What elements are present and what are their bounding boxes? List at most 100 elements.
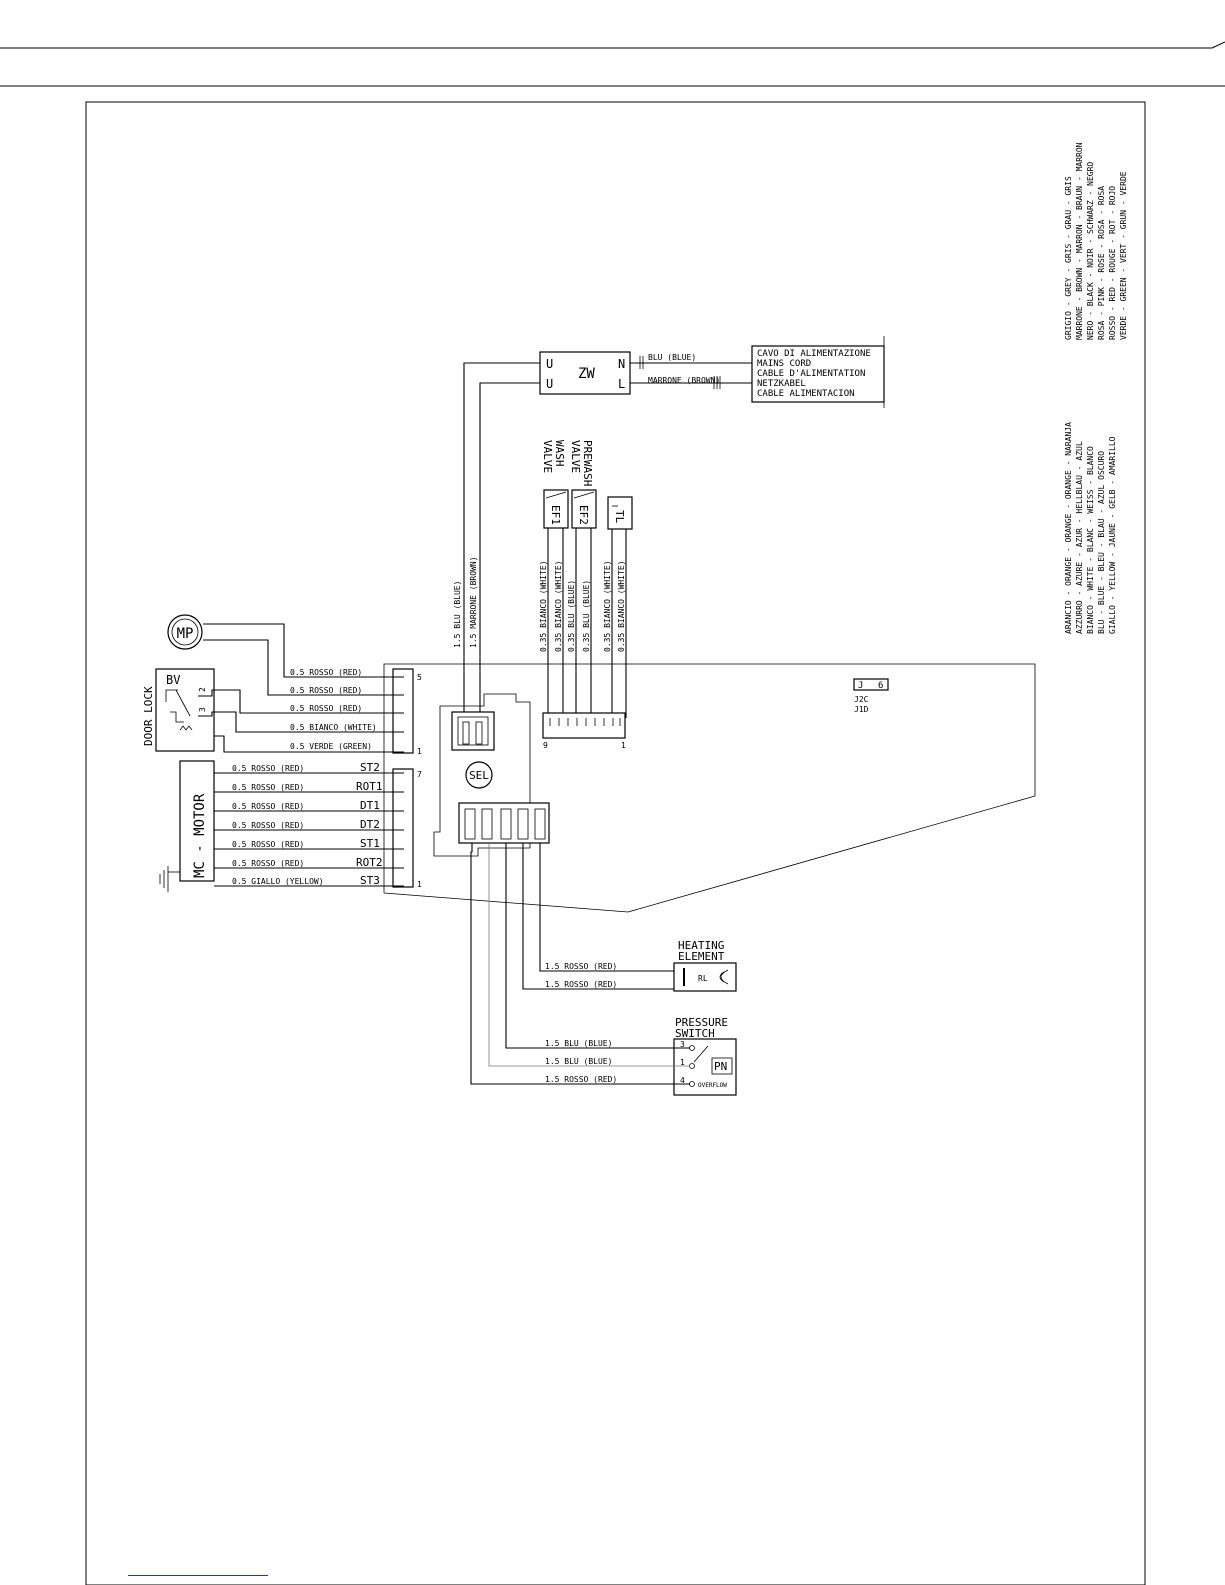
svg-text:ROSA - PINK - ROSE - R: ROSA - PINK - ROSE - ROSA - ROSA	[1097, 186, 1106, 340]
svg-text:1: 1	[417, 880, 422, 889]
door-wire-label-5: 0.5 VERDE (GREEN)	[290, 742, 372, 751]
valve-wire-label-4: 0.35 BLU (BLUE)	[582, 580, 591, 652]
svg-text:1: 1	[621, 741, 626, 750]
tl-label: TL	[613, 510, 626, 524]
door-connector	[392, 668, 414, 754]
door-wire-1	[203, 623, 404, 678]
mains-cord-box	[751, 345, 885, 403]
svg-text:1: 1	[417, 747, 422, 756]
motor-wire-label-4: 0.5 ROSSO (RED)	[232, 821, 304, 830]
svg-text:3: 3	[680, 1040, 685, 1049]
door-lock-box	[155, 668, 215, 752]
motor-term-rot1: ROT1	[356, 780, 383, 793]
colour-legend-right: GRIGIO - GREY - GRIS - GRAU - GRIS MARRO…	[1064, 142, 1128, 340]
heater-wire-label-2: 1.5 ROSSO (RED)	[545, 980, 617, 989]
svg-text:U: U	[546, 377, 553, 391]
door-wire-5	[214, 735, 404, 753]
door-lock-title: DOOR LOCK	[142, 686, 155, 746]
motor-wires	[214, 772, 404, 887]
heating-element-box	[673, 962, 737, 992]
valve-wire-label-2: 0.35 BIANCO (WHITE)	[554, 560, 563, 652]
door-lock-pin-2: 2	[198, 687, 207, 692]
svg-text:ROSSO - RED - ROUGE - R: ROSSO - RED - ROUGE - ROT - ROJO	[1108, 186, 1117, 340]
svg-text:U: U	[546, 357, 553, 371]
svg-text:J2C: J2C	[854, 695, 869, 704]
motor-term-dt2: DT2	[360, 818, 380, 831]
svg-text:BIANCO - WHITE - BLANC - W: BIANCO - WHITE - BLANC - WEISS - BLANCO	[1086, 446, 1095, 634]
pressure-wire-1	[505, 843, 690, 1049]
valve-wire-label-1: 0.35 BIANCO (WHITE)	[539, 560, 548, 652]
svg-text:9: 9	[543, 741, 548, 750]
sel-component	[465, 761, 493, 789]
mains-wire-label-brown: MARRONE (BROWN)	[648, 376, 720, 385]
heating-title-2: ELEMENT	[678, 950, 725, 963]
header-rule-right	[1211, 41, 1225, 49]
motor-wire-label-5: 0.5 ROSSO (RED)	[232, 840, 304, 849]
valve-connector	[542, 712, 626, 739]
svg-text:J: J	[858, 681, 863, 691]
mains-label-5: CABLE ALIMENTACION	[757, 389, 855, 399]
pressure-wire-3	[470, 843, 690, 1085]
motor-term-st2: ST2	[360, 761, 380, 774]
motor-label: MC - MOTOR	[192, 793, 208, 878]
motor-term-st3: ST3	[360, 874, 380, 887]
door-wire-label-1: 0.5 ROSSO (RED)	[290, 668, 362, 677]
mains-wire-label-blue: BLU (BLUE)	[648, 353, 696, 362]
heater-wire-1	[539, 843, 674, 972]
heater-wire-label-1: 1.5 ROSSO (RED)	[545, 962, 617, 971]
door-lock-bv: BV	[166, 673, 180, 687]
control-board-outline	[383, 663, 1036, 913]
motor-wire-label-7: 0.5 GIALLO (YELLOW)	[232, 877, 324, 886]
supply-wire-label-brown: 1.5 MARRONE (BROWN)	[469, 556, 478, 648]
heater-wire-2	[522, 843, 674, 990]
mains-label-3: CABLE D'ALIMENTATION	[757, 369, 865, 379]
valve-wire-label-3: 0.35 BLU (BLUE)	[567, 580, 576, 652]
heating-title-1: HEATING	[678, 939, 724, 952]
ef2-box	[571, 489, 597, 529]
mp-component	[167, 614, 203, 650]
zw-label: ZW	[578, 366, 595, 382]
svg-text:GRIGIO - GREY - GRIS - G: GRIGIO - GREY - GRIS - GRAU - GRIS	[1064, 176, 1073, 340]
svg-text:MARRONE - BROWN - MARRON - B: MARRONE - BROWN - MARRON - BRAUN - MARRO…	[1075, 142, 1084, 340]
valve-wires	[547, 528, 627, 718]
heating-code: RL	[698, 974, 708, 983]
svg-text:7: 7	[417, 770, 422, 779]
mp-label: MP	[177, 626, 194, 642]
module-block	[433, 693, 531, 857]
svg-text:BLU - BLUE - BLEU - B: BLU - BLUE - BLEU - BLAU - AZUL OSCURO	[1097, 451, 1106, 634]
svg-text:NERO - BLACK - NOIR - S: NERO - BLACK - NOIR - SCHWARZ - NEGRO	[1086, 162, 1095, 340]
pressure-title-2: SWITCH	[675, 1027, 715, 1040]
valve-wire-label-6: 0.35 BIANCO (WHITE)	[617, 560, 626, 652]
valve-wire-label-5: 0.35 BIANCO (WHITE)	[603, 560, 612, 652]
pressure-wire-label-1: 1.5 BLU (BLUE)	[545, 1039, 612, 1048]
supply-wire-brown	[479, 382, 540, 722]
svg-text:VERDE - GREEN - VERT - G: VERDE - GREEN - VERT - GRUN - VERDE	[1119, 171, 1128, 340]
mains-label-1: CAVO DI ALIMENTAZIONE	[757, 349, 871, 359]
svg-text:4: 4	[680, 1076, 685, 1085]
wash-valve-label-1: WASH	[553, 440, 566, 467]
svg-text:GIALLO - YELLOW - JAUNE - G: GIALLO - YELLOW - JAUNE - GELB - AMARILL…	[1108, 436, 1117, 634]
svg-text:N: N	[618, 357, 625, 371]
pressure-wire-2	[488, 843, 690, 1067]
ef1-box	[543, 489, 569, 529]
motor-box	[179, 760, 215, 882]
mains-label-2: MAINS CORD	[757, 359, 811, 369]
svg-text:ARANCIO - ORANGE - ORANGE - O: ARANCIO - ORANGE - ORANGE - ORANGE - NAR…	[1064, 422, 1073, 634]
diagram-frame	[85, 101, 1146, 1585]
door-wire-2	[203, 639, 404, 696]
door-wire-label-2: 0.5 ROSSO (RED)	[290, 686, 362, 695]
ef2-label: EF2	[577, 505, 590, 525]
motor-wire-label-6: 0.5 ROSSO (RED)	[232, 859, 304, 868]
door-wire-4	[198, 711, 404, 733]
supply-connector	[451, 711, 495, 751]
zw-filter	[539, 351, 631, 395]
power-connector	[458, 802, 550, 844]
footer-link-underline[interactable]	[128, 1575, 268, 1576]
pressure-wire-label-3: 1.5 ROSSO (RED)	[545, 1075, 617, 1084]
pressure-overflow: OVERFLOW	[698, 1082, 727, 1089]
motor-wire-label-1: 0.5 ROSSO (RED)	[232, 764, 304, 773]
door-wire-3	[198, 689, 404, 714]
colour-legend-left: ARANCIO - ORANGE - ORANGE - ORANGE - NAR…	[1064, 422, 1117, 634]
prewash-valve-label-2: VALVE	[569, 440, 582, 473]
svg-text:5: 5	[417, 673, 422, 682]
